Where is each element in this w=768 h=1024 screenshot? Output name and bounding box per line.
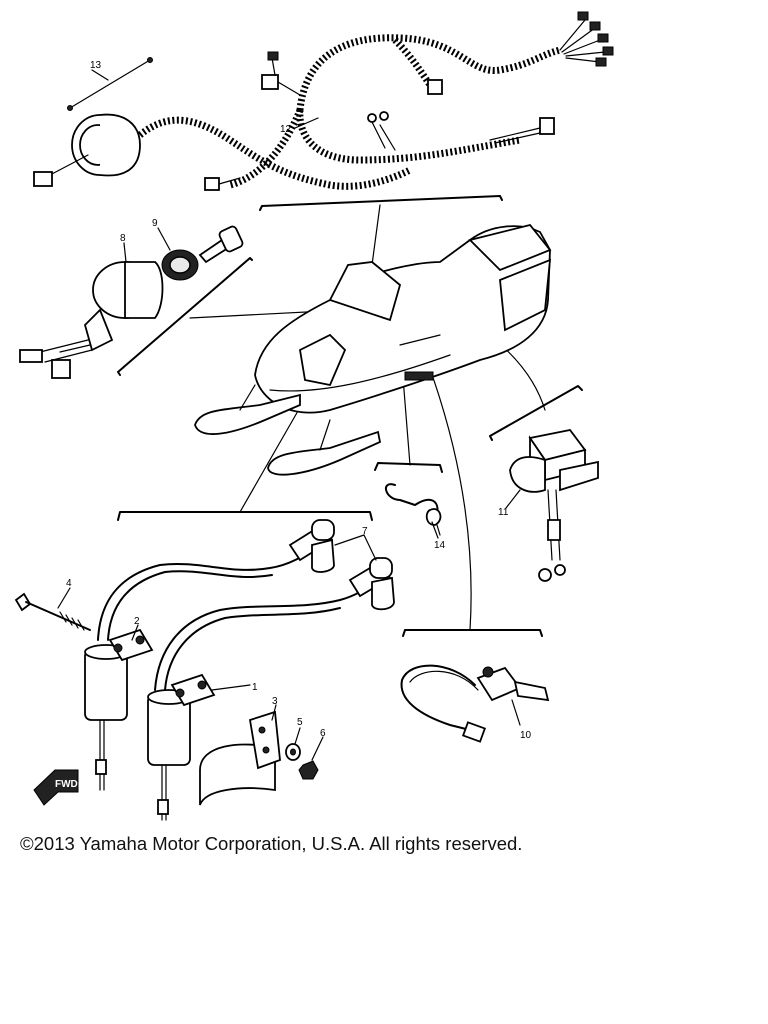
fwd-arrow-icon: FWD <box>33 769 79 806</box>
harness-connector <box>261 74 279 90</box>
callout-numbers: 1 2 3 4 5 6 7 8 9 10 11 12 13 14 <box>66 60 532 741</box>
part-4-bolt <box>14 592 91 631</box>
callout-7: 7 <box>362 526 368 537</box>
part-8-main-switch <box>19 261 164 379</box>
snowmobile <box>194 223 552 476</box>
part-1-ignition-coil <box>147 673 216 821</box>
group-brackets <box>117 195 583 637</box>
callout-leaders <box>57 117 521 761</box>
callout-9: 9 <box>152 218 158 229</box>
switch-connector <box>51 359 71 379</box>
part-2-ignition-coil <box>84 628 154 791</box>
callout-13: 13 <box>90 60 102 71</box>
part-13-wire <box>67 57 153 111</box>
callout-1: 1 <box>252 682 258 693</box>
callout-11: 11 <box>498 507 509 518</box>
callout-4: 4 <box>66 578 72 589</box>
harness-connector <box>427 79 443 95</box>
callout-2: 2 <box>134 616 140 627</box>
part-9-ignition-key <box>161 225 244 281</box>
callout-14: 14 <box>434 540 446 551</box>
callout-5: 5 <box>297 717 303 728</box>
ignition-coils <box>84 519 395 821</box>
callout-6: 6 <box>320 728 326 739</box>
part-3-bracket <box>199 710 281 806</box>
part-7-plug-cap <box>348 557 395 611</box>
copyright-notice: ©2013 Yamaha Motor Corporation, U.S.A. A… <box>20 833 523 854</box>
callout-10: 10 <box>520 730 532 741</box>
parts-diagram: FWD 1 2 3 4 5 6 7 8 9 10 11 12 13 14 <box>14 11 614 821</box>
switch-connector <box>19 349 43 363</box>
part-7-plug-cap <box>288 519 335 573</box>
meter-housing <box>33 113 412 191</box>
callout-12: 12 <box>280 124 292 135</box>
harness-connectors-top <box>559 11 614 67</box>
part-5-washer <box>285 743 301 761</box>
part-12-wire-harness <box>229 11 614 189</box>
part-6-nut <box>298 760 319 780</box>
part-11-relay <box>509 429 599 582</box>
svg-text:FWD: FWD <box>55 779 78 790</box>
part-10-stop-switch <box>400 664 550 743</box>
part-14-wire-clip <box>385 483 442 536</box>
callout-3: 3 <box>272 696 278 707</box>
callout-8: 8 <box>120 233 126 244</box>
housing-connector <box>33 171 53 187</box>
harness-connector <box>539 117 555 135</box>
